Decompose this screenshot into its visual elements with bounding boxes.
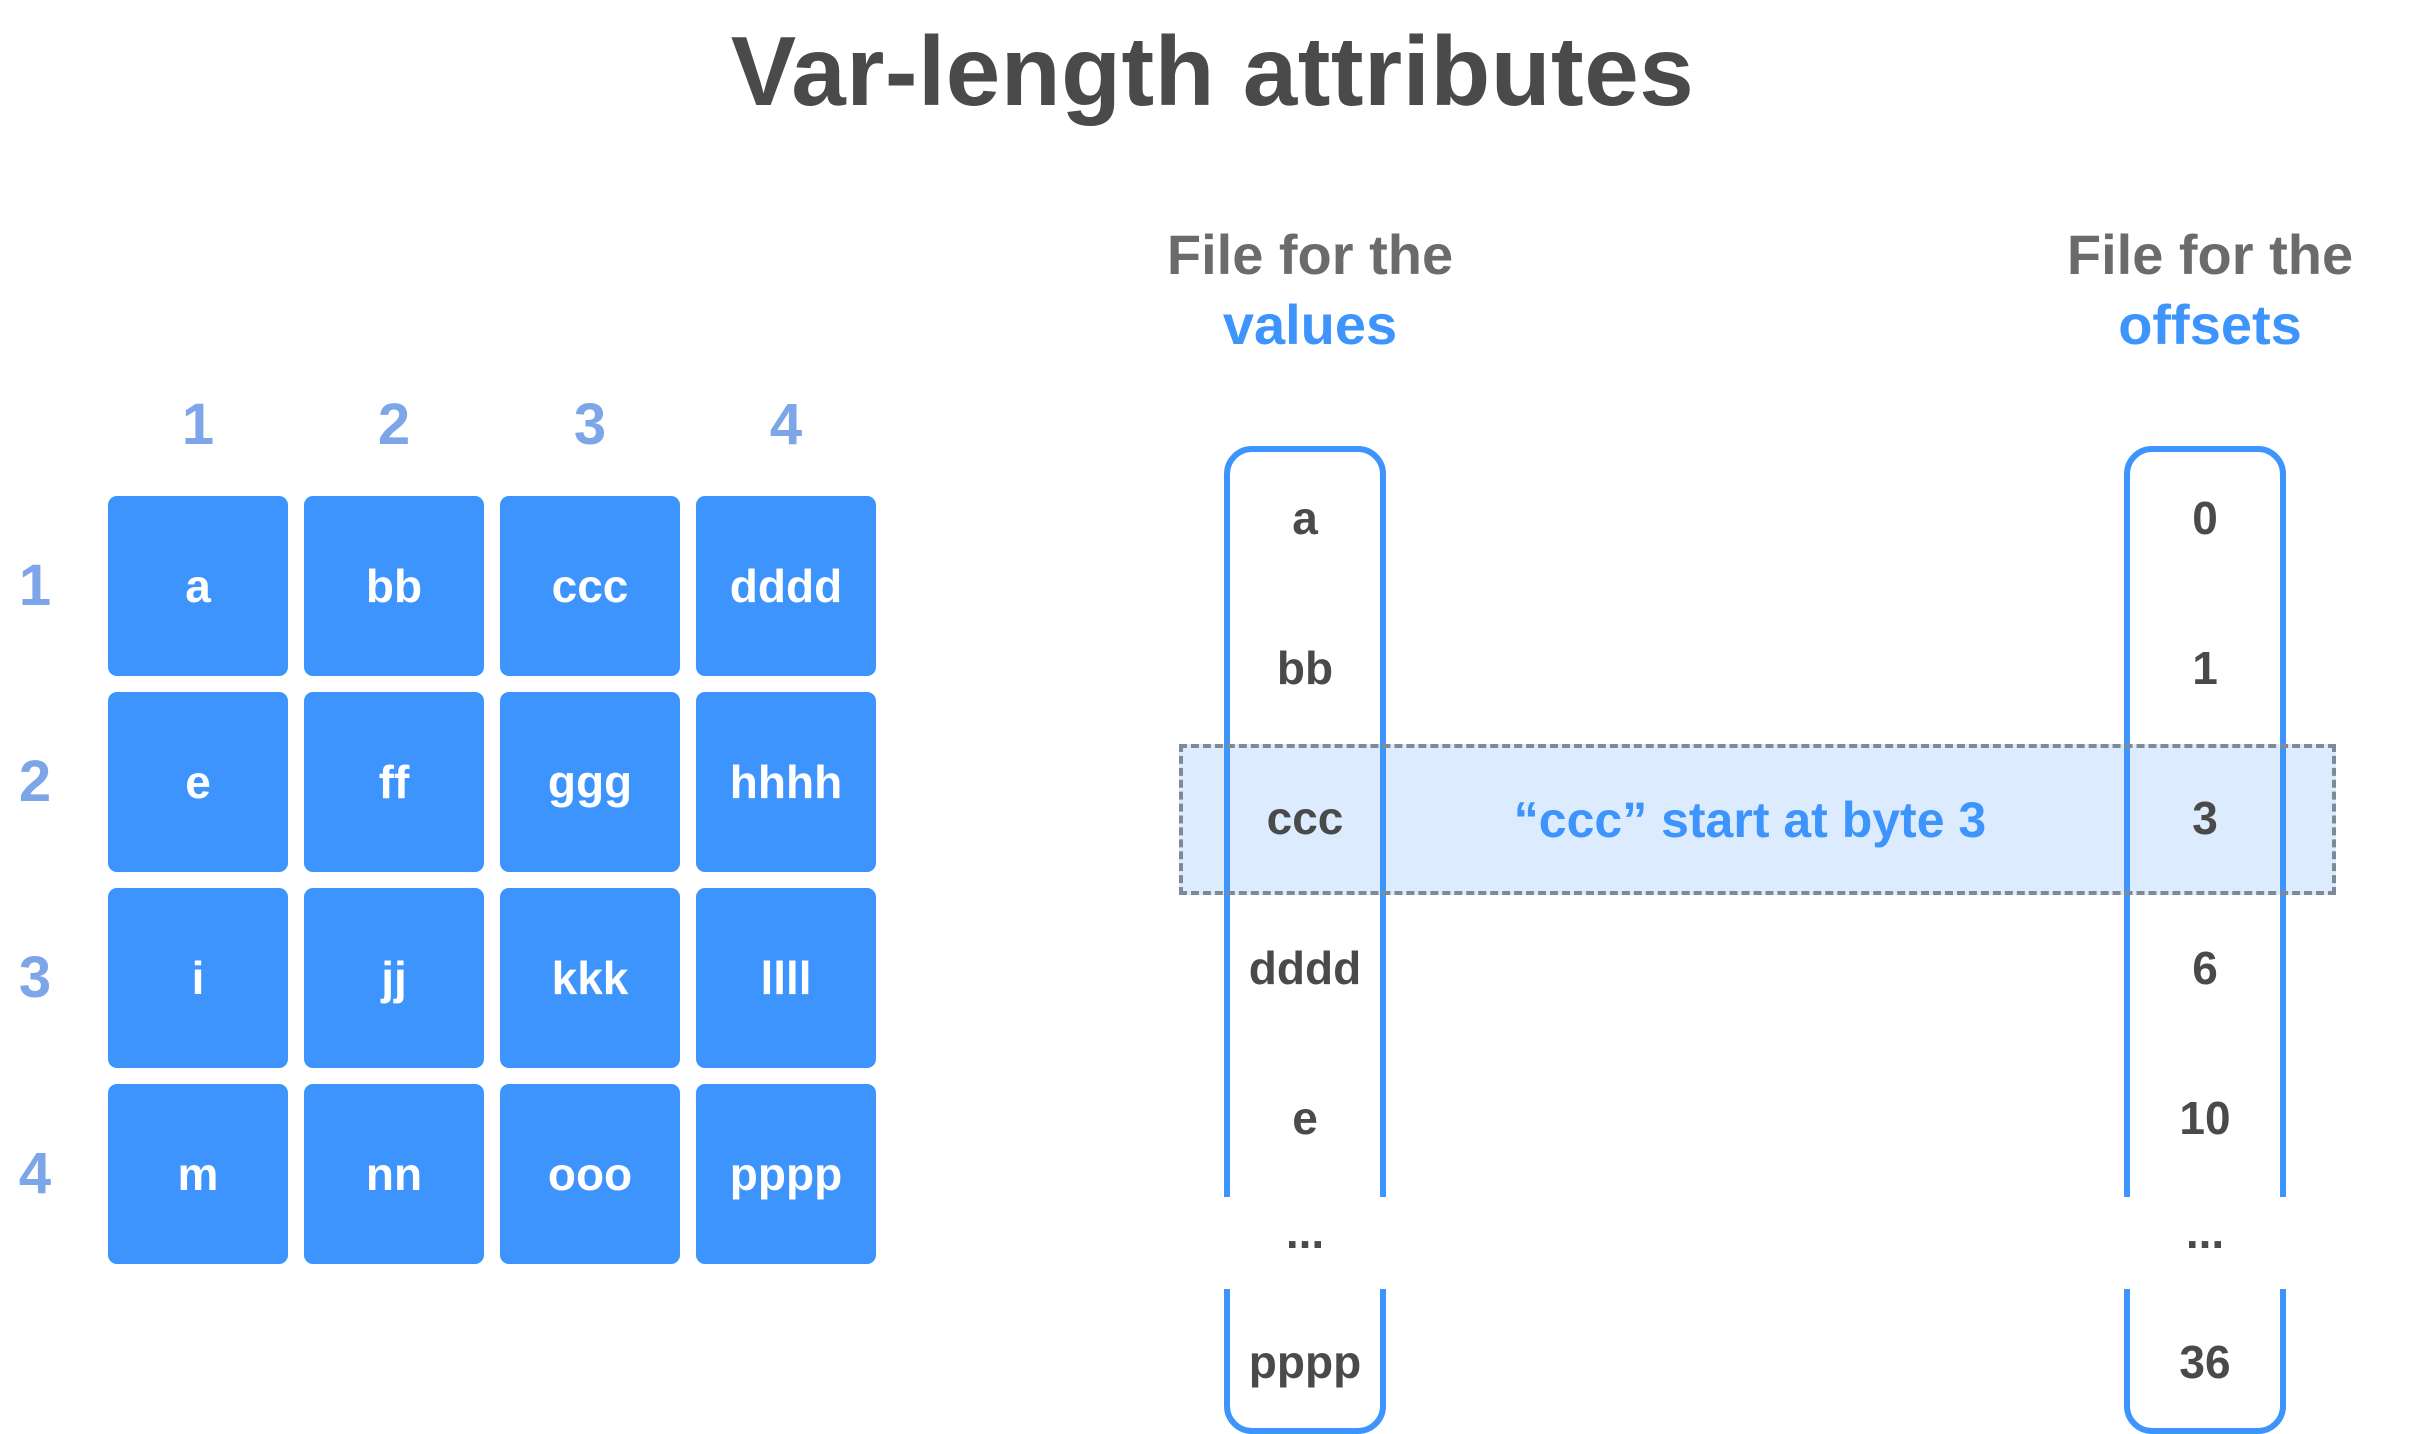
highlight-band [1179,744,2336,895]
values-file-title: File for the values [1110,220,1510,360]
values-file-title-line1: File for the [1166,223,1454,286]
values-entry: ccc [1266,792,1344,844]
row-label: 1 [18,553,52,618]
matrix-cell: dddd [696,496,876,676]
offset-entry: 10 [2179,1092,2231,1144]
column-label: 4 [769,392,803,457]
row-label: 4 [18,1141,52,1206]
column-label: 1 [181,392,215,457]
values-file-gap [1218,1197,1392,1289]
matrix-cell: hhhh [696,692,876,872]
matrix-cell: ff [304,692,484,872]
offsets-file-box [2124,446,2286,1434]
offset-entry: 0 [2192,492,2218,544]
values-entry: e [1292,1092,1318,1144]
values-entry: ... [1285,1206,1325,1258]
matrix-cell: ggg [500,692,680,872]
matrix-cell: jj [304,888,484,1068]
values-entry: pppp [1248,1336,1362,1388]
row-label: 3 [18,945,52,1010]
highlight-callout: “ccc” start at byte 3 [1513,791,1987,848]
matrix-cell: e [108,692,288,872]
matrix-cell: a [108,496,288,676]
diagram-title: Var-length attributes [730,16,1695,126]
values-entry: bb [1276,642,1334,694]
matrix-cell: llll [696,888,876,1068]
offset-entry: 1 [2192,642,2218,694]
values-file-title-line2: values [1222,293,1398,356]
offset-entry: 36 [2179,1336,2231,1388]
offsets-file-gap [2118,1197,2292,1289]
offsets-file-title-line1: File for the [2066,223,2354,286]
offset-entry: ... [2185,1206,2225,1258]
offsets-file-title-line2: offsets [2118,293,2302,356]
matrix-cell: pppp [696,1084,876,1264]
values-file-box [1224,446,1386,1434]
offset-entry: 6 [2192,942,2218,994]
matrix-cell: m [108,1084,288,1264]
offset-entry: 3 [2192,792,2218,844]
column-label: 3 [573,392,607,457]
matrix-cell: i [108,888,288,1068]
row-label: 2 [18,749,52,814]
matrix-cell: kkk [500,888,680,1068]
matrix-cell: bb [304,496,484,676]
matrix-cell: nn [304,1084,484,1264]
column-label: 2 [377,392,411,457]
matrix-cell: ccc [500,496,680,676]
values-entry: dddd [1248,942,1362,994]
matrix-cell: ooo [500,1084,680,1264]
values-entry: a [1292,492,1318,544]
offsets-file-title: File for the offsets [2010,220,2410,360]
